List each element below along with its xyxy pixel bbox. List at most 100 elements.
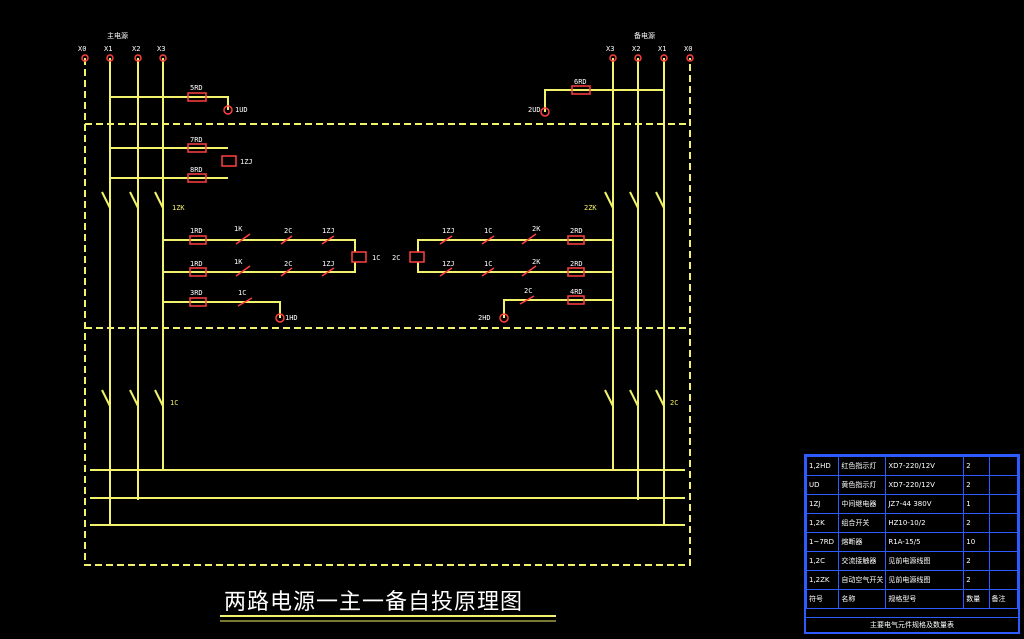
lamp-1hd	[275, 313, 285, 323]
fuse-6rd	[571, 85, 591, 95]
fuse-1rd-b	[189, 267, 207, 277]
fuse-8rd	[187, 173, 207, 183]
label-1rd-a: 1RD	[190, 227, 203, 235]
label-1c-right-a: 1C	[484, 227, 493, 235]
bom-cell: R1A-15/5	[885, 532, 965, 552]
bom-cell: 黄色指示灯	[838, 475, 887, 495]
coil-2c	[409, 251, 425, 263]
bom-cell: 规格型号	[885, 589, 965, 609]
lamp-2ud	[540, 107, 550, 117]
bom-cell: 1	[963, 494, 990, 514]
fuse-1rd-a	[189, 235, 207, 245]
fuse-4rd	[567, 295, 585, 305]
label-2c-contact: 2C	[524, 287, 533, 295]
bom-cell: 组合开关	[838, 513, 887, 533]
label-1ud: 1UD	[235, 106, 248, 114]
main-terminal-x1: X1	[104, 45, 113, 53]
fuse-2rd-a	[567, 235, 585, 245]
bom-cell: JZ7-44 380V	[885, 494, 965, 514]
bom-cell: 红色指示灯	[838, 456, 887, 476]
main-source-label: 主电源	[107, 32, 128, 40]
label-2hd: 2HD	[478, 314, 491, 322]
bom-cell	[988, 494, 1019, 514]
backup-terminal-x1: X1	[658, 45, 667, 53]
label-8rd: 8RD	[190, 166, 203, 174]
bom-cell: 10	[963, 532, 990, 552]
label-2k-a: 2K	[532, 225, 541, 233]
label-6rd: 6RD	[574, 78, 587, 86]
bom-cell: 见前电源线图	[885, 551, 965, 571]
label-2rd-a: 2RD	[570, 227, 583, 235]
bom-cell: 熔断器	[838, 532, 887, 552]
fuse-5rd	[187, 92, 207, 102]
label-2c-main: 2C	[670, 399, 679, 407]
relay-coil-1zj	[221, 155, 237, 167]
label-2c-b: 2C	[284, 260, 293, 268]
label-1c-right-b: 1C	[484, 260, 493, 268]
main-terminal-x3: X3	[157, 45, 166, 53]
label-1c-contact: 1C	[238, 289, 247, 297]
bom-cell: 1ZJ	[805, 494, 840, 514]
label-1c-main: 1C	[170, 399, 179, 407]
bom-cell	[988, 513, 1019, 533]
label-3rd: 3RD	[190, 289, 203, 297]
bom-cell: 交流接触器	[838, 551, 887, 571]
label-2ud: 2UD	[528, 106, 541, 114]
main-terminal-x0: X0	[78, 45, 87, 53]
label-2rd-b: 2RD	[570, 260, 583, 268]
bom-cell: 自动空气开关	[838, 570, 887, 590]
bom-cell: 1,2K	[805, 513, 840, 533]
label-2zk: 2ZK	[584, 204, 597, 212]
bom-cell: 1,2HD	[805, 456, 840, 476]
bom-cell: 2	[963, 475, 990, 495]
bom-cell	[988, 475, 1019, 495]
label-1zj-right-a: 1ZJ	[442, 227, 455, 235]
bom-cell	[988, 456, 1019, 476]
bom-cell	[988, 532, 1019, 552]
lamp-1ud	[223, 105, 233, 115]
bom-cell: UD	[805, 475, 840, 495]
bom-cell: 2	[963, 513, 990, 533]
backup-terminal-x2: X2	[632, 45, 641, 53]
label-5rd: 5RD	[190, 84, 203, 92]
bom-cell: 见前电源线图	[885, 570, 965, 590]
label-1c-coil: 1C	[372, 254, 381, 262]
coil-1c	[351, 251, 367, 263]
fuse-2rd-b	[567, 267, 585, 277]
bom-cell: 1~7RD	[805, 532, 840, 552]
bom-cell: 符号	[805, 589, 840, 609]
bom-cell: 2	[963, 570, 990, 590]
bom-row: 符号名称规格型号数量备注	[805, 589, 1019, 609]
label-1zj-coil: 1ZJ	[240, 158, 253, 166]
label-2c-a: 2C	[284, 227, 293, 235]
label-1k-b: 1K	[234, 258, 243, 266]
backup-terminal-x3: X3	[606, 45, 615, 53]
bom-cell: 1,2ZK	[805, 570, 840, 590]
bom-cell	[988, 570, 1019, 590]
label-1rd-b: 1RD	[190, 260, 203, 268]
label-1zj-b: 1ZJ	[322, 260, 335, 268]
label-2c-coil: 2C	[392, 254, 401, 262]
bom-cell: 备注	[988, 589, 1019, 609]
bom-note: 主要电气元件规格及数量表	[806, 617, 1018, 632]
label-4rd: 4RD	[570, 288, 583, 296]
fuse-7rd	[187, 143, 207, 153]
bom-cell: HZ10-10/2	[885, 513, 965, 533]
bom-cell: 2	[963, 456, 990, 476]
main-terminal-x2: X2	[132, 45, 141, 53]
backup-source-label: 备电源	[634, 32, 655, 40]
bom-cell: 数量	[963, 589, 990, 609]
bom-cell: 名称	[838, 589, 887, 609]
bom-cell: 2	[963, 551, 990, 571]
label-1hd: 1HD	[285, 314, 298, 322]
neutral-dashed-loop	[84, 58, 691, 566]
bom-cell: XD7-220/12V	[885, 475, 965, 495]
label-1zj-a: 1ZJ	[322, 227, 335, 235]
lamp-2hd	[499, 313, 509, 323]
